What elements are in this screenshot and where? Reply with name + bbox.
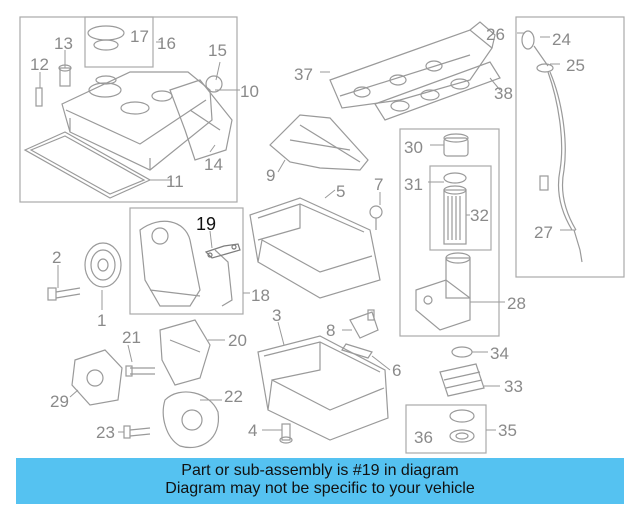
lower-oil-pan-part: [257, 335, 389, 441]
oil-filter-element-part: [443, 185, 467, 245]
cover-bracket-part: [169, 79, 233, 161]
oil-level-sensor-part: [349, 309, 379, 339]
callout-17: 17: [130, 27, 149, 46]
callout-4: 4: [248, 421, 257, 440]
cover-bolt-part: [123, 425, 151, 439]
callout-10: 10: [240, 82, 259, 101]
oil-seal-part: [451, 346, 473, 358]
dipstick-part: [521, 30, 583, 263]
oil-filler-cap-part: [87, 25, 125, 85]
sensor-plug-part: [205, 75, 223, 93]
callout-6: 6: [392, 361, 401, 380]
oil-cap-group-box: [84, 16, 154, 68]
bolt-part: [369, 205, 383, 230]
oil-pump-part: [71, 349, 123, 406]
callout-24: 24: [552, 30, 571, 49]
filter-element-group-box: [429, 165, 492, 251]
seal-cover-part: [162, 391, 220, 448]
callout-12: 12: [30, 55, 49, 74]
oil-filter-cap-part: [443, 133, 469, 157]
pulley-bolt-part: [47, 287, 81, 301]
callout-9: 9: [266, 166, 275, 185]
callout-16: 16: [157, 34, 176, 53]
callout-15: 15: [208, 41, 227, 60]
callout-19-highlighted: 19: [196, 214, 216, 234]
crankshaft-pulley-part: [84, 242, 122, 288]
callout-14: 14: [204, 155, 223, 174]
intake-manifold-part: [329, 21, 496, 109]
callout-21: 21: [122, 328, 141, 347]
leader-lines: [39, 32, 576, 433]
callout-20: 20: [228, 331, 247, 350]
drain-plug-part: [279, 423, 293, 444]
callout-32: 32: [470, 206, 489, 225]
callout-35: 35: [498, 421, 517, 440]
oil-cooler-part: [439, 363, 485, 397]
oil-baffle-part: [269, 114, 369, 171]
pan-gasket-part: [341, 343, 373, 359]
banner-line-1: Part or sub-assembly is #19 in diagram: [181, 462, 459, 479]
callout-25: 25: [566, 56, 585, 75]
callout-36: 36: [414, 428, 433, 447]
callout-22: 22: [224, 387, 243, 406]
callout-11: 11: [166, 172, 184, 191]
timing-cover-group-box: [129, 207, 244, 315]
timing-cover-part: [139, 220, 233, 307]
info-banner: Part or sub-assembly is #19 in diagram D…: [16, 458, 624, 504]
callout-5: 5: [336, 182, 345, 201]
callout-31: 31: [404, 175, 423, 194]
callout-8: 8: [326, 321, 335, 340]
oil-filter-housing-group-box: [399, 128, 500, 337]
callout-33: 33: [504, 377, 523, 396]
callout-37: 37: [294, 65, 313, 84]
pump-bolt-part: [125, 365, 155, 377]
upper-oil-pan-part: [249, 197, 381, 299]
valve-cover-gasket-part: [23, 131, 152, 199]
filter-o-ring-part: [443, 172, 467, 184]
callout-2: 2: [52, 248, 61, 267]
oil-filter-housing-part: [415, 252, 471, 331]
callout-34: 34: [490, 344, 509, 363]
callout-18: 18: [251, 286, 270, 305]
callout-7: 7: [374, 175, 383, 194]
callout-38: 38: [494, 84, 513, 103]
banner-line-2: Diagram may not be specific to your vehi…: [165, 480, 475, 497]
drain-washer-part: [449, 409, 475, 443]
callout-3: 3: [272, 306, 281, 325]
valve-cover-part: [61, 71, 213, 171]
valve-cover-group-box: [19, 16, 238, 203]
callout-23: 23: [96, 423, 115, 442]
callout-1: 1: [97, 311, 106, 330]
callout-30: 30: [404, 138, 423, 157]
callout-29: 29: [50, 392, 69, 411]
drain-plug-group-box: [405, 404, 487, 454]
callout-28: 28: [507, 294, 526, 313]
part-19-bracket: [204, 243, 241, 259]
callout-13: 13: [54, 34, 73, 53]
chain-guide-part: [159, 319, 211, 386]
dipstick-group-box: [515, 16, 625, 278]
callout-27: 27: [534, 223, 553, 242]
callout-26: 26: [486, 25, 505, 44]
manifold-gasket-part: [374, 61, 501, 121]
